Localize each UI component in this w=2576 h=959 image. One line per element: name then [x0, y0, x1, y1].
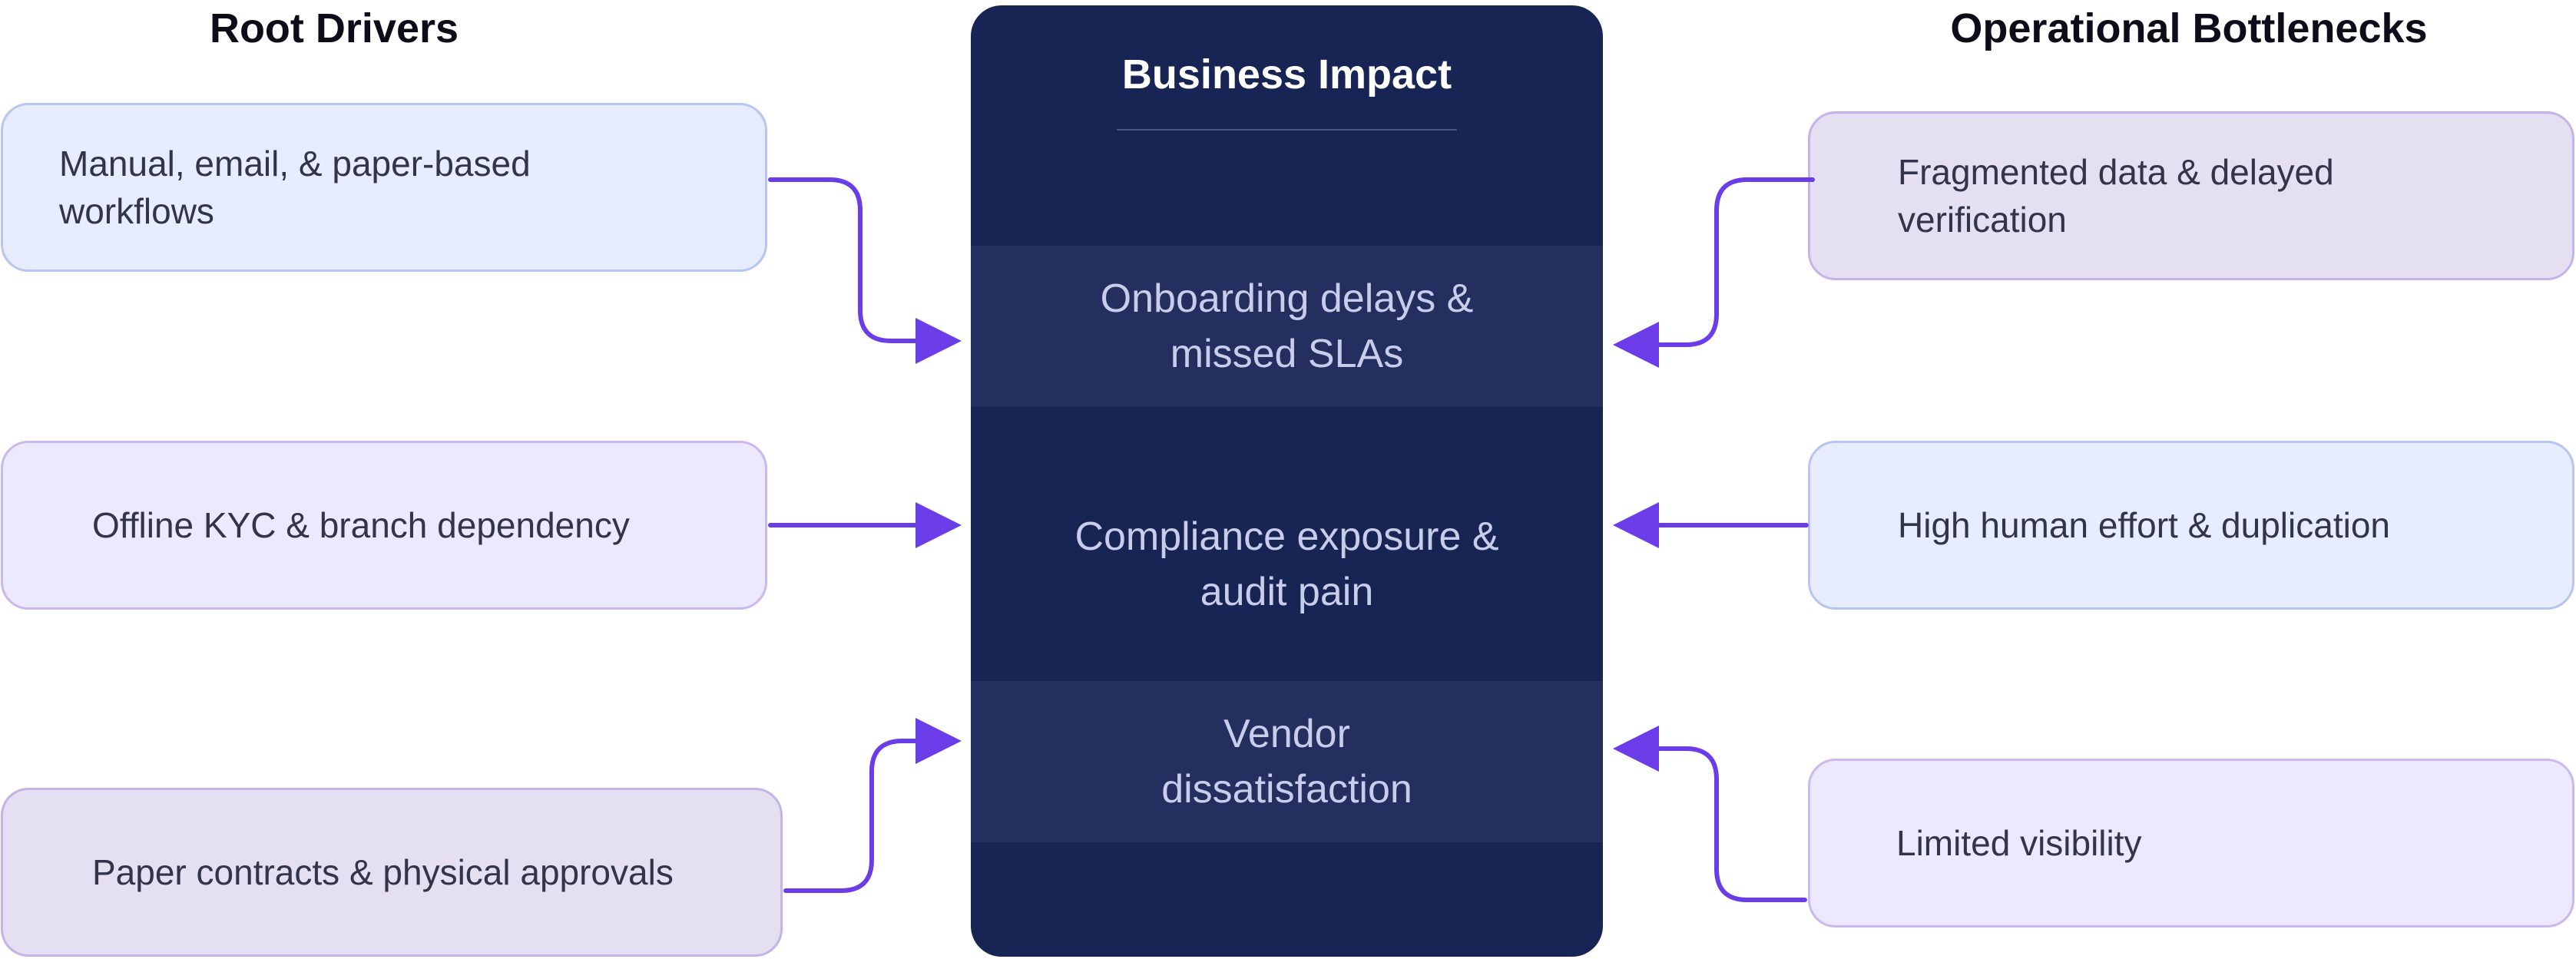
root-driver-box: Manual, email, & paper-based workflows [1, 103, 767, 272]
bottleneck-box: High human effort & duplication [1808, 441, 2574, 610]
impact-band: Vendor dissatisfaction [971, 681, 1603, 842]
bottleneck-label: Fragmented data & delayed verification [1898, 152, 2334, 240]
root-driver-box: Offline KYC & branch dependency [1, 441, 767, 610]
connector-arrow [1613, 177, 1815, 368]
root-driver-label: Manual, email, & paper-based workflows [59, 144, 531, 231]
bottleneck-box: Limited visibility [1808, 759, 2574, 928]
root-driver-label: Paper contracts & physical approvals [92, 852, 674, 892]
business-impact-panel: Business Impact Onboarding delays & miss… [971, 5, 1603, 957]
impact-band: Compliance exposure & audit pain [971, 484, 1603, 645]
connector-arrow [768, 177, 962, 364]
bottleneck-label: Limited visibility [1896, 823, 2142, 863]
impact-label: Onboarding delays & missed SLAs [1100, 276, 1474, 376]
bottleneck-box: Fragmented data & delayed verification [1808, 111, 2574, 280]
bottleneck-label: High human effort & duplication [1898, 505, 2390, 545]
impact-label: Vendor dissatisfaction [1161, 712, 1412, 812]
connector-arrow [1613, 726, 1807, 902]
impact-label: Compliance exposure & audit pain [1074, 514, 1499, 614]
root-drivers-heading: Root Drivers [209, 5, 459, 51]
operational-bottlenecks-heading: Operational Bottlenecks [1950, 5, 2428, 51]
business-impact-title: Business Impact [1121, 51, 1452, 98]
connector-arrow [783, 718, 962, 893]
root-driver-label: Offline KYC & branch dependency [92, 505, 630, 545]
impact-band: Onboarding delays & missed SLAs [971, 246, 1603, 407]
title-divider [1117, 129, 1457, 131]
root-driver-box: Paper contracts & physical approvals [1, 788, 783, 957]
